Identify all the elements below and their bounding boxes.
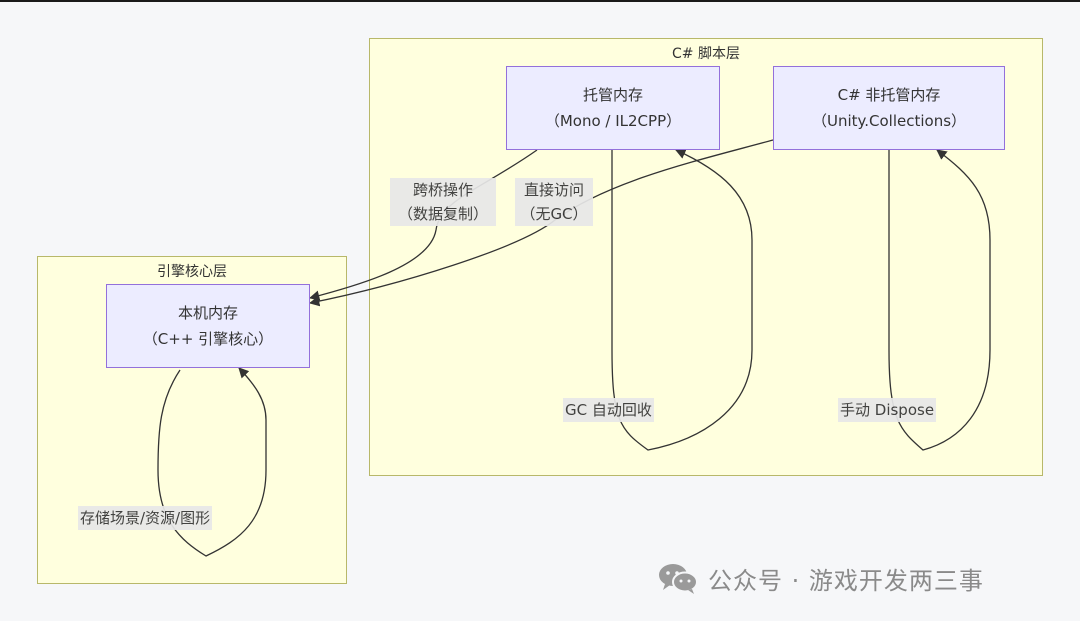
unmanaged-memory-node: C# 非托管内存 （Unity.Collections） xyxy=(773,66,1005,150)
wechat-icon xyxy=(659,564,698,594)
native-memory-subtitle: （C++ 引擎核心） xyxy=(142,330,274,348)
edge-label-bridge-line1: 跨桥操作 xyxy=(412,181,473,199)
top-border-line xyxy=(0,0,1080,2)
managed-memory-subtitle: （Mono / IL2CPP） xyxy=(544,112,682,130)
unmanaged-memory-subtitle: （Unity.Collections） xyxy=(811,112,967,130)
edge-label-direct-line2: （无GC） xyxy=(520,205,588,223)
edge-label-bridge-line2: （数据复制） xyxy=(397,205,488,223)
edge-label-store: 存储场景/资源/图形 xyxy=(78,506,213,530)
unmanaged-memory-title: C# 非托管内存 xyxy=(837,86,941,104)
native-memory-title: 本机内存 xyxy=(177,304,238,322)
edge-label-dispose: 手动 Dispose xyxy=(838,398,937,422)
edge-label-direct-line1: 直接访问 xyxy=(523,181,584,199)
managed-memory-title: 托管内存 xyxy=(582,86,643,104)
edge-label-bridge: 跨桥操作 （数据复制） xyxy=(390,178,496,226)
watermark: 公众号 · 游戏开发两三事 xyxy=(656,560,984,596)
watermark-text: 公众号 · 游戏开发两三事 xyxy=(708,566,984,595)
managed-memory-node: 托管内存 （Mono / IL2CPP） xyxy=(506,66,720,150)
edge-label-direct: 直接访问 （无GC） xyxy=(515,178,593,226)
edge-label-gc: GC 自动回收 xyxy=(563,398,654,422)
engine-layer-title: 引擎核心层 xyxy=(157,264,227,280)
native-memory-node: 本机内存 （C++ 引擎核心） xyxy=(106,284,310,368)
script-layer-title: C# 脚本层 xyxy=(672,46,740,62)
